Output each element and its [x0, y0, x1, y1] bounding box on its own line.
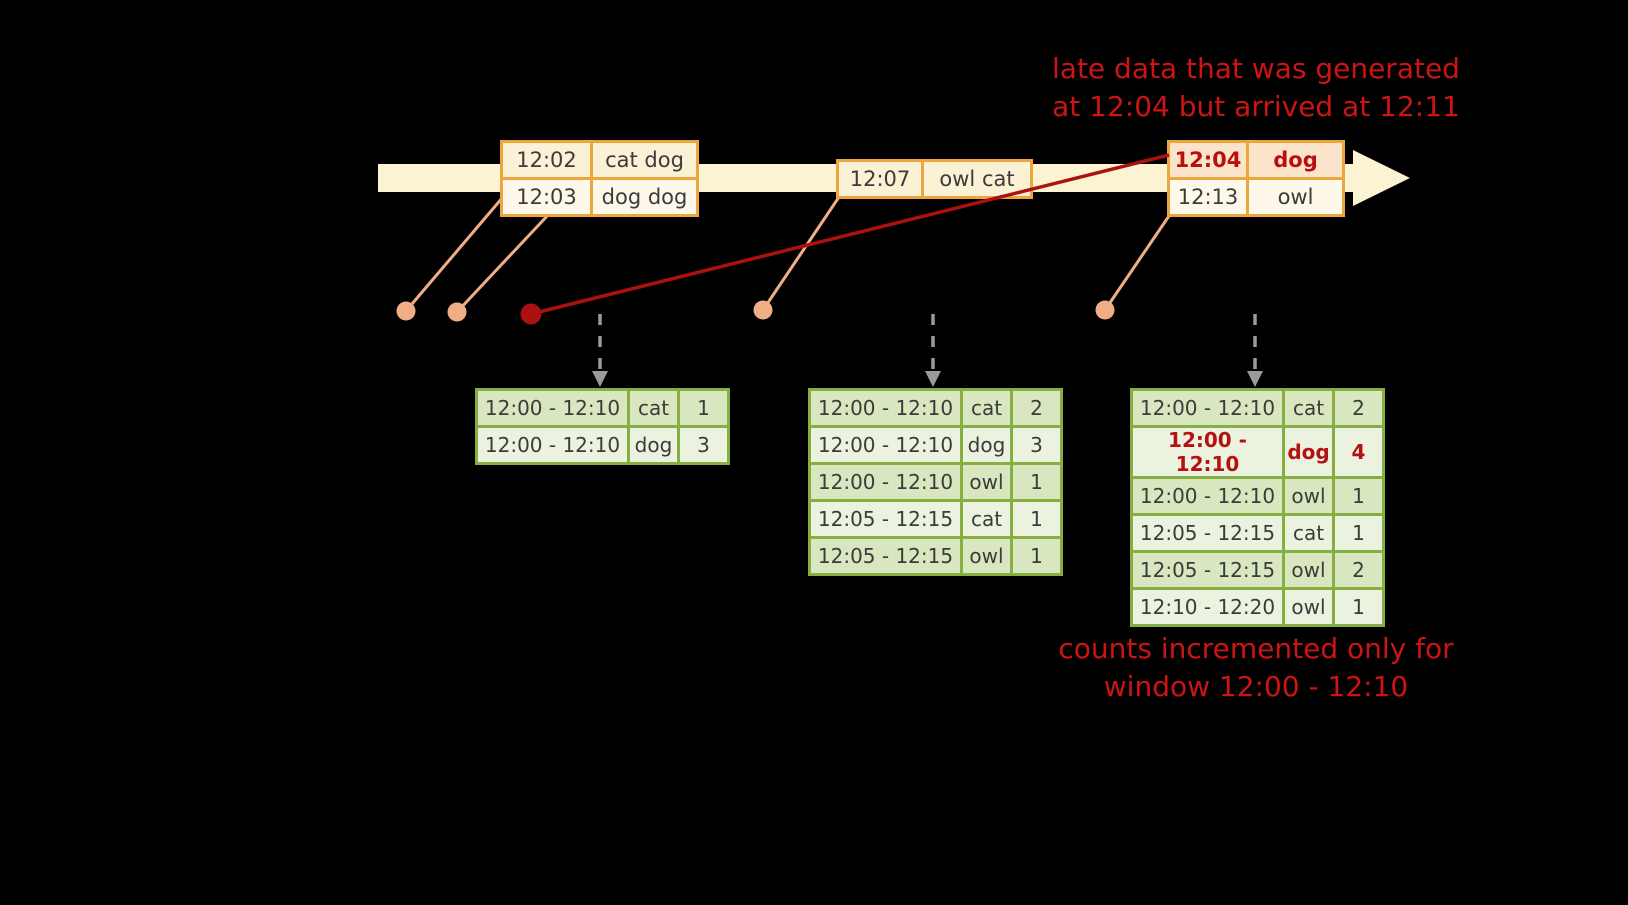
- counts-note-line2: window 12:00 - 12:10: [1103, 670, 1409, 703]
- counts-note-line1: counts incremented only for: [1058, 632, 1454, 665]
- result-table-3: 12:00 - 12:10 cat 2 12:00 - 12:10 dog 4 …: [1130, 388, 1385, 627]
- word-cell: cat: [960, 499, 1013, 539]
- count-cell: 4: [1332, 425, 1385, 479]
- window-cell: 12:00 - 12:10: [1130, 388, 1285, 428]
- arrival-connector-line: [404, 196, 505, 312]
- arrival-connector-line: [761, 196, 841, 311]
- count-cell: 1: [1010, 499, 1063, 539]
- word-cell: owl: [960, 462, 1013, 502]
- word-cell: cat: [960, 388, 1013, 428]
- counts-note: counts incremented only for window 12:00…: [1016, 630, 1496, 706]
- event-words-cell: owl cat: [921, 159, 1033, 199]
- count-cell: 2: [1010, 388, 1063, 428]
- late-event-arrival-dot: [520, 303, 542, 325]
- late-data-note: late data that was generated at 12:04 bu…: [1016, 50, 1496, 126]
- event-words-cell: cat dog: [590, 140, 699, 180]
- window-cell: 12:05 - 12:15: [808, 499, 963, 539]
- count-cell: 3: [1010, 425, 1063, 465]
- event-arrival-dot: [1095, 300, 1115, 320]
- arrival-connector-line: [455, 212, 551, 314]
- event-arrival-dot: [396, 301, 416, 321]
- count-cell: 1: [1332, 513, 1385, 553]
- count-cell: 1: [1010, 462, 1063, 502]
- late-updated-row: 12:00 - 12:10 dog 4: [1130, 425, 1385, 479]
- late-data-note-line2: at 12:04 but arrived at 12:11: [1052, 90, 1460, 123]
- count-cell: 1: [677, 388, 730, 428]
- word-cell: owl: [1282, 587, 1335, 627]
- count-cell: 2: [1332, 550, 1385, 590]
- count-cell: 1: [1332, 476, 1385, 516]
- count-cell: 3: [677, 425, 730, 465]
- arrival-connector-line: [1103, 212, 1173, 311]
- event-box-3: 12:04 dog 12:13 owl: [1167, 140, 1345, 217]
- word-cell: cat: [1282, 388, 1335, 428]
- late-event-words-cell: dog: [1246, 140, 1345, 180]
- window-cell: 12:00 - 12:10: [808, 388, 963, 428]
- trigger-arrowhead-icon: [925, 371, 941, 387]
- event-box-2: 12:07 owl cat: [836, 159, 1033, 199]
- result-table-2: 12:00 - 12:10 cat 2 12:00 - 12:10 dog 3 …: [808, 388, 1063, 576]
- event-arrival-dot: [753, 300, 773, 320]
- event-time-cell: 12:02: [500, 140, 593, 180]
- event-time-cell: 12:07: [836, 159, 924, 199]
- event-words-cell: owl: [1246, 177, 1345, 217]
- count-cell: 1: [1332, 587, 1385, 627]
- window-cell: 12:00 - 12:10: [808, 462, 963, 502]
- window-cell: 12:00 - 12:10: [808, 425, 963, 465]
- window-cell: 12:05 - 12:15: [1130, 513, 1285, 553]
- window-cell: 12:05 - 12:15: [1130, 550, 1285, 590]
- word-cell: cat: [627, 388, 680, 428]
- window-cell: 12:05 - 12:15: [808, 536, 963, 576]
- window-cell: 12:10 - 12:20: [1130, 587, 1285, 627]
- word-cell: owl: [1282, 550, 1335, 590]
- window-cell: 12:00 - 12:10: [1130, 425, 1285, 479]
- word-cell: dog: [627, 425, 680, 465]
- event-box-1: 12:02 cat dog 12:03 dog dog: [500, 140, 699, 217]
- timeline-arrowhead-icon: [1353, 150, 1410, 206]
- word-cell: dog: [1282, 425, 1335, 479]
- event-arrival-dot: [447, 302, 467, 322]
- word-cell: owl: [960, 536, 1013, 576]
- trigger-arrowhead-icon: [592, 371, 608, 387]
- trigger-arrowhead-icon: [1247, 371, 1263, 387]
- window-cell: 12:00 - 12:10: [1130, 476, 1285, 516]
- count-cell: 2: [1332, 388, 1385, 428]
- event-time-cell: 12:13: [1167, 177, 1249, 217]
- window-cell: 12:00 - 12:10: [475, 388, 630, 428]
- count-cell: 1: [1010, 536, 1063, 576]
- late-data-note-line1: late data that was generated: [1052, 52, 1460, 85]
- word-cell: dog: [960, 425, 1013, 465]
- event-time-cell: 12:03: [500, 177, 593, 217]
- window-cell: 12:00 - 12:10: [475, 425, 630, 465]
- word-cell: cat: [1282, 513, 1335, 553]
- result-table-1: 12:00 - 12:10 cat 1 12:00 - 12:10 dog 3: [475, 388, 730, 465]
- late-event-time-cell: 12:04: [1167, 140, 1249, 180]
- event-words-cell: dog dog: [590, 177, 699, 217]
- word-cell: owl: [1282, 476, 1335, 516]
